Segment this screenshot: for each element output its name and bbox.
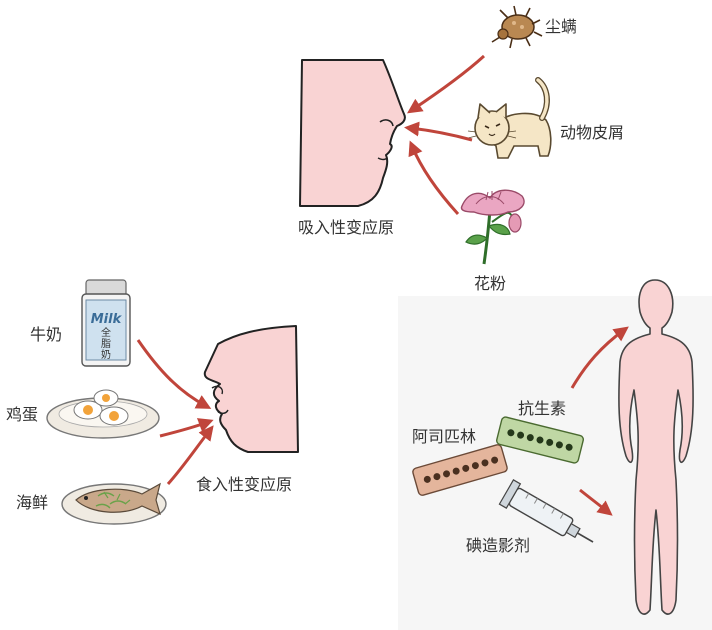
antibiotic-blister-icon [496,416,584,464]
label-antibiotics: 抗生素 [518,399,567,418]
label-animal-dander: 动物皮屑 [560,123,625,142]
arrow-cat-to-nose [404,121,473,142]
milk-line3-text: 奶 [101,349,111,361]
arrow-milk-to-mouth [136,339,212,409]
arrow-mite-to-nose [407,54,486,114]
milk-carton-icon: Milk 全 脂 奶 [81,279,131,367]
syringe-icon [498,479,594,543]
label-contrast-agent: 碘造影剂 [466,536,531,555]
arrow-fish-to-mouth [166,425,214,485]
human-body-icon [618,279,694,615]
dust-mite-icon [491,5,543,49]
ingest-face [203,325,299,453]
label-ingested-category: 食入性变应原 [196,475,293,494]
arrow-drugs-to-body-upper [570,326,629,389]
aspirin-blister-icon [412,444,508,496]
egg-plate-icon [46,389,160,439]
arrow-pollen-to-nose [408,140,460,216]
arrow-drugs-to-body-lower [579,488,613,516]
cat-icon [467,77,552,159]
milk-line1-text: 全 [101,326,111,339]
flower-icon [460,189,525,265]
milk-brand-text: Milk [91,312,123,327]
inhale-face [299,59,406,207]
label-dust-mite: 尘螨 [545,17,578,36]
label-egg: 鸡蛋 [6,405,39,424]
label-seafood: 海鲜 [16,493,49,512]
label-milk: 牛奶 [30,325,63,344]
label-aspirin: 阿司匹林 [412,427,477,446]
arrow-egg-to-mouth [159,418,214,438]
milk-line2-text: 脂 [101,337,111,350]
fish-plate-icon [61,482,167,525]
label-pollen: 花粉 [474,274,507,293]
label-inhaled-category: 吸入性变应原 [298,218,395,237]
